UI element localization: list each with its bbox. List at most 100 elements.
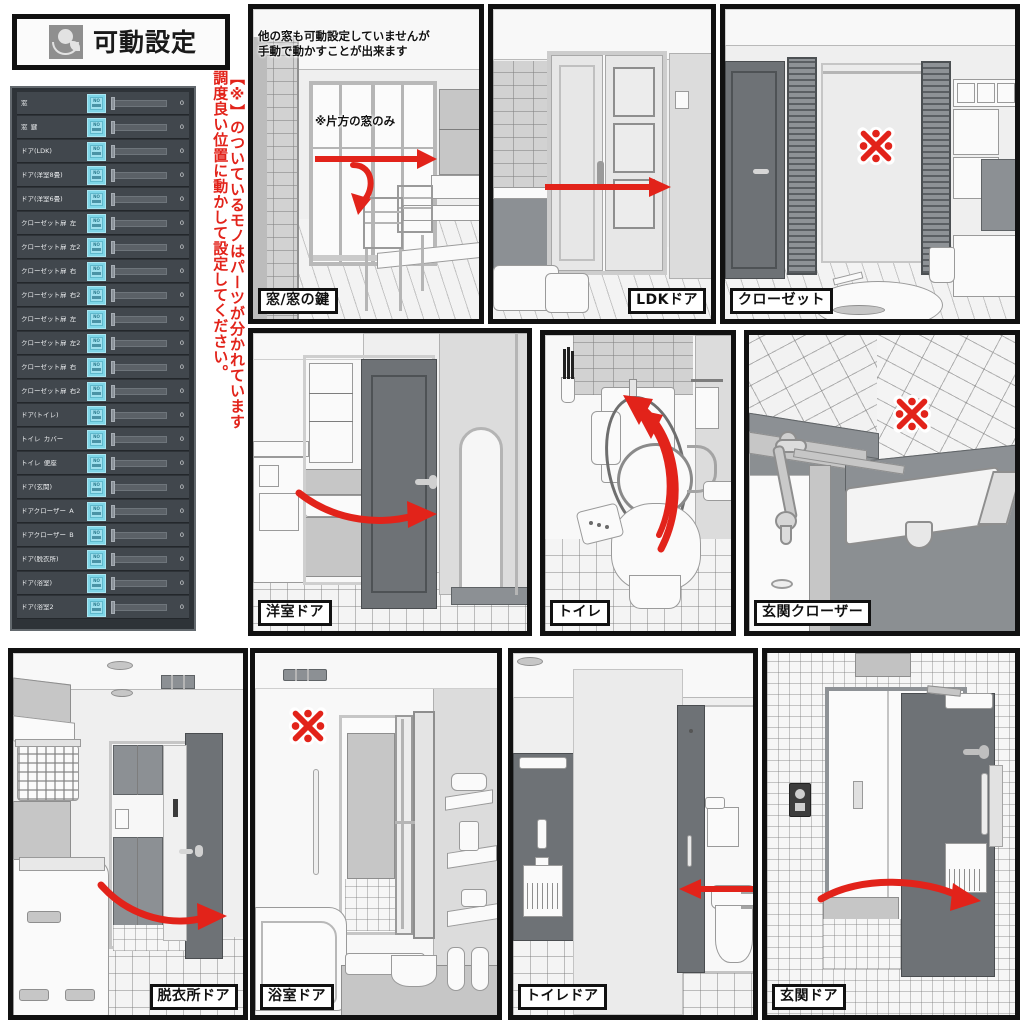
- setting-toggle-button[interactable]: NO: [87, 549, 106, 569]
- slider-track[interactable]: [114, 555, 167, 563]
- slider-track[interactable]: [114, 243, 167, 251]
- setting-slider[interactable]: 0: [110, 262, 185, 281]
- slider-handle[interactable]: [111, 600, 115, 614]
- setting-toggle-button[interactable]: NO: [87, 117, 106, 137]
- setting-toggle-button[interactable]: NO: [87, 597, 106, 617]
- setting-slider[interactable]: 0: [110, 94, 185, 113]
- slider-track[interactable]: [114, 219, 167, 227]
- slider-handle[interactable]: [111, 264, 115, 278]
- slider-handle[interactable]: [111, 552, 115, 566]
- slider-track[interactable]: [114, 531, 167, 539]
- setting-slider[interactable]: 0: [110, 454, 185, 473]
- setting-slider[interactable]: 0: [110, 358, 185, 377]
- slider-track[interactable]: [114, 147, 167, 155]
- slider-track[interactable]: [114, 267, 167, 275]
- slider-handle[interactable]: [111, 96, 115, 110]
- setting-toggle-button[interactable]: NO: [87, 453, 106, 473]
- setting-toggle-button[interactable]: NO: [87, 381, 106, 401]
- slider-handle[interactable]: [111, 216, 115, 230]
- slider-track[interactable]: [114, 363, 167, 371]
- slider-track[interactable]: [114, 99, 167, 107]
- setting-slider[interactable]: 0: [110, 142, 185, 161]
- slider-track[interactable]: [114, 339, 167, 347]
- slider-handle[interactable]: [111, 576, 115, 590]
- slider-handle[interactable]: [111, 384, 115, 398]
- slider-handle[interactable]: [111, 408, 115, 422]
- slider-handle[interactable]: [111, 168, 115, 182]
- slider-handle[interactable]: [111, 432, 115, 446]
- slider-track[interactable]: [114, 291, 167, 299]
- slider-track[interactable]: [114, 603, 167, 611]
- slider-track[interactable]: [114, 507, 167, 515]
- setting-toggle-button[interactable]: NO: [87, 501, 106, 521]
- setting-slider[interactable]: 0: [110, 286, 185, 305]
- setting-toggle-button[interactable]: NO: [87, 285, 106, 305]
- slider-track[interactable]: [114, 171, 167, 179]
- setting-toggle-button[interactable]: NO: [87, 189, 106, 209]
- setting-slider[interactable]: 0: [110, 334, 185, 353]
- slider-handle[interactable]: [111, 144, 115, 158]
- slider-handle[interactable]: [111, 504, 115, 518]
- setting-toggle-button[interactable]: NO: [87, 429, 106, 449]
- setting-slider[interactable]: 0: [110, 190, 185, 209]
- setting-slider[interactable]: 0: [110, 430, 185, 449]
- slider-handle[interactable]: [111, 120, 115, 134]
- slider-handle[interactable]: [111, 336, 115, 350]
- setting-slider[interactable]: 0: [110, 406, 185, 425]
- setting-slider[interactable]: 0: [110, 526, 185, 545]
- setting-toggle-button[interactable]: NO: [87, 573, 106, 593]
- slider-handle[interactable]: [111, 240, 115, 254]
- setting-toggle-button[interactable]: NO: [87, 165, 106, 185]
- slider-handle[interactable]: [111, 192, 115, 206]
- setting-slider[interactable]: 0: [110, 382, 185, 401]
- setting-toggle-button[interactable]: NO: [87, 141, 106, 161]
- setting-toggle-button[interactable]: NO: [87, 525, 106, 545]
- slider-track[interactable]: [114, 195, 167, 203]
- slider-handle[interactable]: [111, 312, 115, 326]
- setting-slider[interactable]: 0: [110, 214, 185, 233]
- setting-toggle-button[interactable]: NO: [87, 357, 106, 377]
- setting-toggle-button[interactable]: NO: [87, 333, 106, 353]
- slider-handle[interactable]: [111, 360, 115, 374]
- setting-toggle-button[interactable]: NO: [87, 261, 106, 281]
- slider-handle[interactable]: [111, 480, 115, 494]
- setting-slider[interactable]: 0: [110, 238, 185, 257]
- slider-track[interactable]: [114, 483, 167, 491]
- slider-track[interactable]: [114, 315, 167, 323]
- slider-track[interactable]: [114, 579, 167, 587]
- setting-slider[interactable]: 0: [110, 502, 185, 521]
- setting-slider[interactable]: 0: [110, 166, 185, 185]
- setting-slider[interactable]: 0: [110, 574, 185, 593]
- slider-track[interactable]: [114, 387, 167, 395]
- setting-slider[interactable]: 0: [110, 550, 185, 569]
- setting-slider[interactable]: 0: [110, 118, 185, 137]
- setting-toggle-button[interactable]: NO: [87, 405, 106, 425]
- setting-toggle-button[interactable]: NO: [87, 93, 106, 113]
- slider-handle[interactable]: [111, 288, 115, 302]
- setting-toggle-button[interactable]: NO: [87, 477, 106, 497]
- setting-slider[interactable]: 0: [110, 310, 185, 329]
- slider-track[interactable]: [114, 435, 167, 443]
- setting-slider[interactable]: 0: [110, 478, 185, 497]
